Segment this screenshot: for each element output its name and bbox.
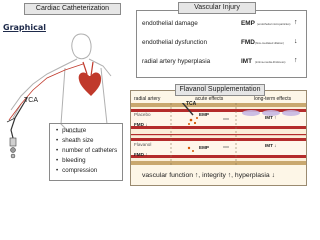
injury-sub-emp: (endothelial microparticles) [257, 22, 291, 26]
flavanol-label: Flavanol [134, 142, 152, 147]
tca-marker-label: TCA [186, 101, 197, 107]
placebo-label: Placebo [134, 112, 151, 117]
fmd-down-placebo: FMD ↓ [134, 122, 148, 127]
injury-label-radial-artery-hyperplasia: radial artery hyperplasia [142, 58, 211, 65]
factor-item: puncture [56, 126, 117, 136]
injury-label-endothelial-damage: endothelial damage [142, 20, 198, 27]
cardiac-catheterization-title: Cardiac Catheterization [24, 3, 121, 15]
catheterization-factors-list: puncture sheath size number of catheters… [56, 126, 117, 176]
arrow-down-icon: ↓ [294, 38, 298, 45]
factor-item: bleeding [56, 156, 117, 166]
fmd-up-flavanol: FMD ↑ [134, 152, 148, 157]
emp-bottom-label: EMP [199, 145, 209, 150]
microparticle-icon [187, 146, 194, 152]
arrow-up-icon: ↑ [294, 19, 298, 26]
injury-sub-imt: (intima-media-thickness) [255, 60, 286, 64]
catheterization-factors-box [49, 123, 123, 181]
microparticle-icon [188, 117, 198, 125]
tca-label: TCA [24, 97, 38, 104]
injury-sub-fmd: (flow-mediated dilation) [255, 41, 284, 45]
injury-abbr-emp: EMP [241, 20, 255, 27]
body-silhouette [71, 33, 92, 60]
catheter-icon [181, 103, 194, 116]
emp-top-label: EMP [199, 112, 209, 117]
injury-abbr-fmd: FMD [241, 39, 255, 46]
long-term-effects-header: long-term effects [254, 96, 292, 102]
artery-comparison-illustration [131, 103, 306, 165]
acute-effects-header: acute effects [195, 96, 224, 102]
imt-down-label: IMT ↓ [265, 143, 277, 148]
flavanol-summary: vascular function ↑, integrity ↑, hyperp… [142, 172, 275, 179]
injury-label-endothelial-dysfunction: endothelial dysfunction [142, 39, 208, 46]
radial-artery-path [8, 63, 84, 121]
injury-abbr-imt: IMT [241, 58, 253, 65]
factor-item: compression [56, 166, 117, 176]
arrow-up-icon: ↑ [294, 57, 298, 64]
catheter-icon [6, 97, 28, 159]
graphical-label: Graphical [3, 23, 46, 32]
factor-item: sheath size [56, 136, 117, 146]
imt-up-label: IMT ↑ [265, 115, 277, 120]
heart-icon [78, 61, 102, 96]
flavanol-supplementation-title: Flavanol Supplementation [175, 84, 265, 96]
factor-item: number of catheters [56, 146, 117, 156]
human-figure-illustration [6, 33, 112, 159]
vascular-injury-title: Vascular Injury [178, 2, 256, 14]
radial-artery-header: radial artery [134, 96, 161, 102]
